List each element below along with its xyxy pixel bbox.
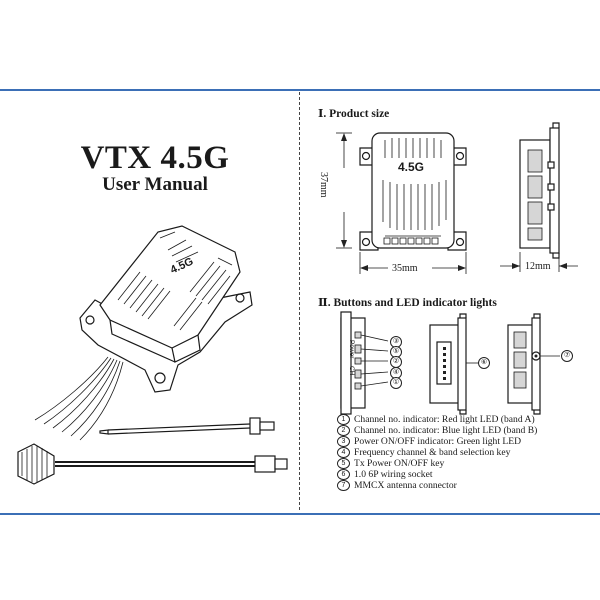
callout-7: ⑦ [561, 350, 573, 362]
front-view-label: 4.5G [398, 160, 425, 174]
wire-harness [34, 356, 124, 441]
housing-side [171, 334, 201, 363]
front-view-fins [382, 138, 447, 237]
antenna-assembly [17, 417, 288, 485]
bottom-connector-teeth [383, 237, 439, 245]
ch-button-label: CH [348, 366, 355, 376]
socket-side-view [429, 313, 478, 415]
mount-hole [85, 315, 95, 325]
manual-subtitle: User Manual [102, 174, 208, 195]
heatsink-fins [117, 231, 233, 331]
manual-title: VTX 4.5G [80, 140, 230, 176]
section-product-size: Ⅰ. Product size [318, 108, 390, 120]
front-view-body [371, 132, 455, 249]
vtx-top-housing [99, 225, 241, 349]
width-dimension: 35mm [392, 263, 418, 274]
depth-dimension: 12mm [525, 261, 551, 272]
button-side-view [340, 311, 389, 415]
callout-1: ① [390, 377, 402, 389]
bottom-border [0, 513, 600, 515]
fold-line [299, 92, 300, 510]
section-buttons-leds: Ⅱ. Buttons and LED indicator lights [318, 297, 497, 309]
top-border [0, 89, 600, 91]
vtx-illustration [17, 225, 288, 485]
callout-6: ⑥ [478, 357, 490, 369]
mount-hole [235, 293, 245, 303]
housing-side [109, 319, 176, 363]
power-button-label: Power [348, 340, 355, 359]
mount-hole [154, 372, 166, 384]
side-view-drawing [500, 122, 578, 272]
antenna-side-view [507, 313, 560, 415]
wiring-socket [436, 341, 452, 385]
